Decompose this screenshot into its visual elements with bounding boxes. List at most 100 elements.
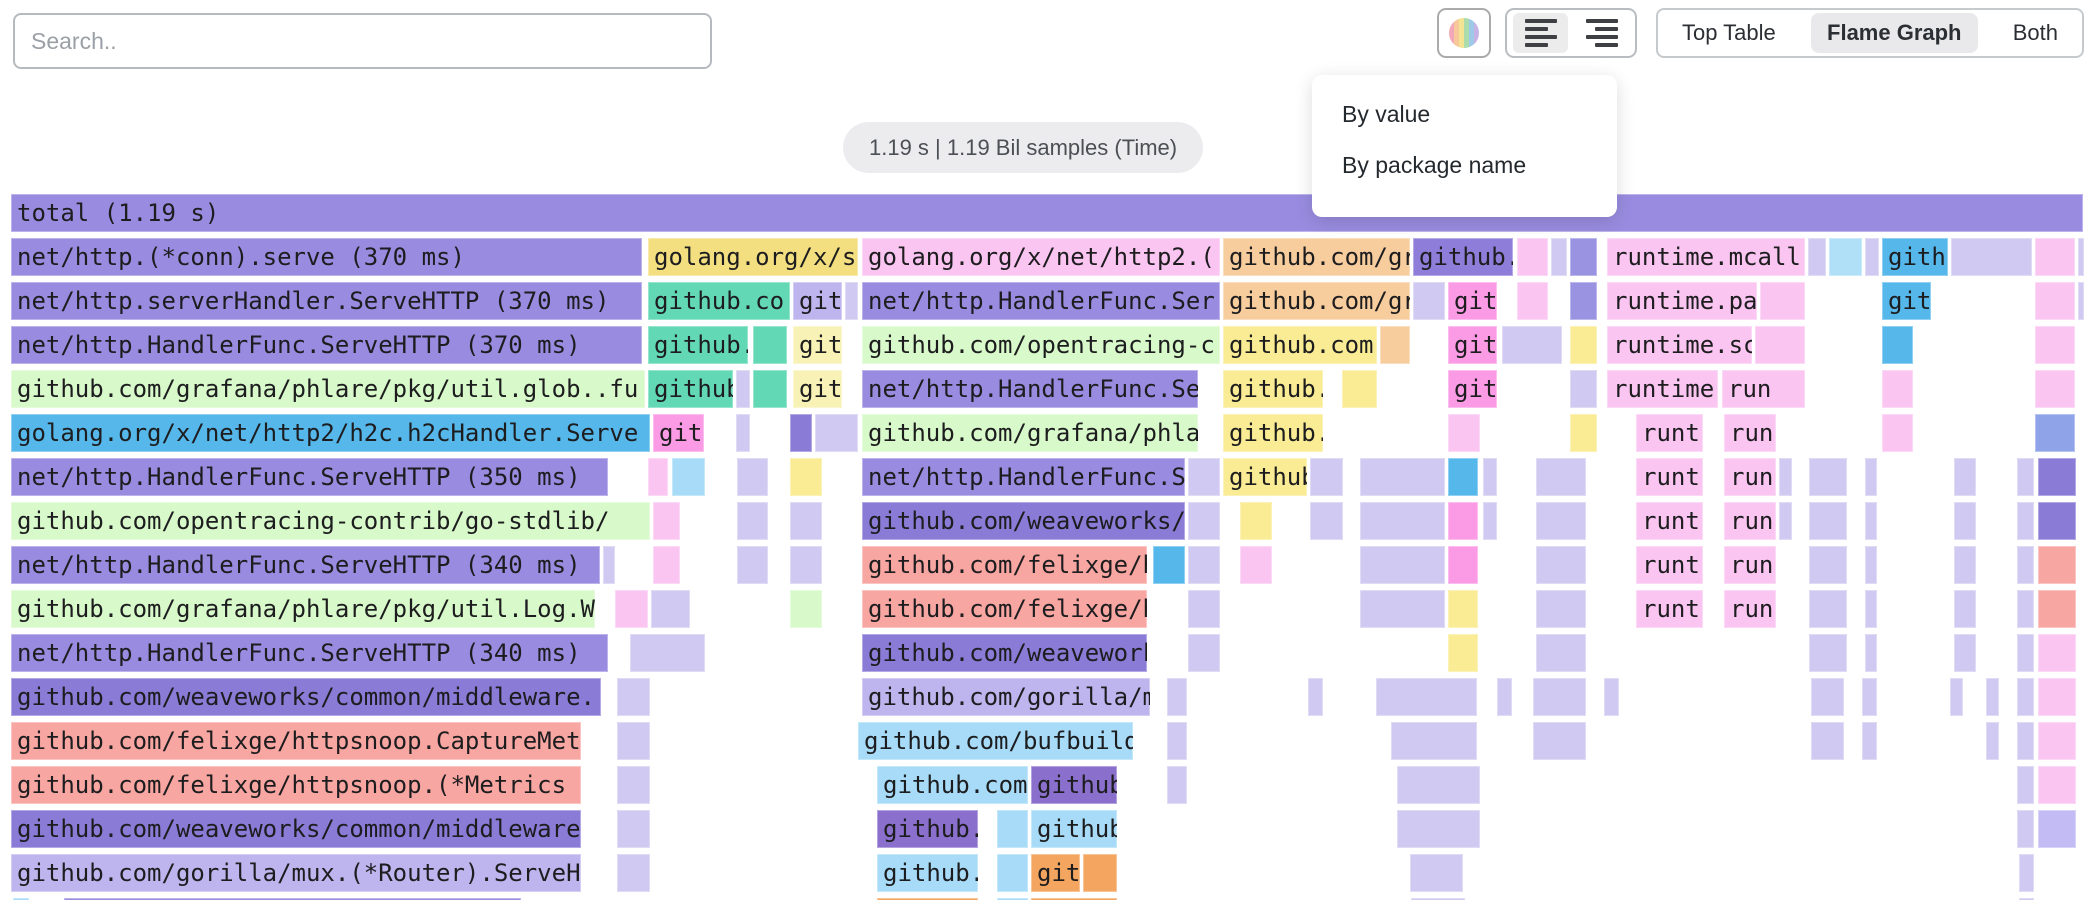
flame-cell[interactable] [648,458,668,496]
flame-cell[interactable] [2017,634,2034,672]
flame-cell[interactable]: net/http.HandlerFunc.Ser [862,282,1220,320]
flame-cell[interactable]: github.com [1223,326,1377,364]
flame-cell[interactable]: net/http.HandlerFunc.ServeHTTP (370 ms) [11,326,642,364]
flame-cell[interactable] [651,590,690,628]
flame-cell[interactable] [1167,722,1187,760]
flame-cell[interactable] [1188,634,1220,672]
flame-cell[interactable] [1882,370,1913,408]
flame-cell[interactable]: net/http.HandlerFunc.ServeHTTP (350 ms) [11,458,608,496]
flame-cell[interactable] [1570,370,1597,408]
flame-cell[interactable] [1862,722,1877,760]
flame-cell[interactable] [790,546,822,584]
flame-cell[interactable] [1760,282,1805,320]
flame-cell[interactable]: github.com/weavework [862,634,1147,672]
flame-cell[interactable] [1342,370,1377,408]
flame-cell[interactable] [1862,678,1877,716]
flame-cell[interactable] [1954,546,1976,584]
flame-cell[interactable] [1448,634,1478,672]
flame-cell[interactable] [672,458,705,496]
flame-cell[interactable]: runtime.r [1607,370,1718,408]
flame-cell[interactable]: github.com/felixge/httpsnoop.CaptureMet [11,722,581,760]
flame-cell[interactable]: git [1882,282,1931,320]
flame-cell[interactable] [1153,546,1185,584]
flame-cell[interactable] [1536,634,1586,672]
flame-cell[interactable]: net/http.HandlerFunc.ServeHTTP (340 ms) [11,546,600,584]
flame-cell[interactable] [1865,502,1877,540]
flame-cell[interactable]: github.com/grafana/phlare/pkg/util.glob.… [11,370,645,408]
tab-top-table[interactable]: Top Table [1682,20,1776,45]
flame-cell[interactable] [1536,590,1586,628]
flame-cell[interactable] [617,810,650,848]
flame-cell[interactable]: git [793,370,842,408]
flame-cell[interactable] [1031,898,1117,900]
flame-cell[interactable]: net/http.HandlerFunc.S [862,458,1185,496]
flame-cell[interactable] [737,546,768,584]
flame-cell[interactable] [1809,546,1847,584]
flame-cell[interactable] [737,458,768,496]
flame-cell[interactable] [617,722,650,760]
flame-cell[interactable]: git [1448,370,1497,408]
flame-cell[interactable]: run [1722,370,1805,408]
flame-cell[interactable] [1950,678,1963,716]
flame-cell[interactable] [1954,634,1976,672]
flame-cell[interactable] [1310,458,1343,496]
flame-cell[interactable] [2035,370,2075,408]
flame-cell[interactable] [2038,502,2076,540]
flame-cell[interactable] [603,546,615,584]
flame-cell[interactable] [1188,458,1220,496]
flame-cell[interactable] [1779,458,1792,496]
flame-cell[interactable] [617,678,650,716]
flame-cell[interactable]: github. [1223,370,1323,408]
tab-both[interactable]: Both [2012,20,2058,45]
flame-cell[interactable] [1411,898,1465,900]
flame-cell[interactable] [1360,502,1445,540]
flame-cell[interactable]: github.com/weaveworks/common/middleware. [11,678,601,716]
flame-cell[interactable] [1483,458,1497,496]
flame-cell[interactable] [2038,810,2076,848]
flame-cell[interactable] [845,282,858,320]
flame-cell[interactable]: runt [1636,414,1703,452]
flame-cell[interactable] [1570,238,1597,276]
flame-cell[interactable]: git [793,282,842,320]
flame-cell[interactable] [2017,458,2034,496]
flame-cell[interactable] [1517,282,1548,320]
flame-cell[interactable] [997,898,1028,900]
flame-cell[interactable] [1811,678,1844,716]
flame-cell[interactable]: runt [1636,502,1703,540]
flame-cell[interactable] [1410,854,1463,892]
flame-cell[interactable] [1483,502,1497,540]
flame-cell[interactable]: github.com/opentracing-contrib/go-stdlib… [11,502,650,540]
flame-cell[interactable]: github. [648,326,748,364]
flame-cell[interactable] [753,326,787,364]
flame-cell[interactable] [1188,502,1220,540]
flame-cell[interactable] [615,590,648,628]
flame-cell[interactable]: github [648,370,733,408]
flame-cell[interactable] [2078,282,2084,320]
flame-cell[interactable] [1448,590,1478,628]
flame-cell[interactable] [1448,458,1478,496]
flame-cell[interactable] [2017,678,2034,716]
flame-cell[interactable] [1360,590,1445,628]
flame-cell[interactable]: git [1448,326,1497,364]
flame-cell[interactable] [1448,502,1478,540]
flame-cell[interactable]: golang.org/x/net/http2.( [862,238,1220,276]
flame-cell[interactable] [1517,238,1548,276]
flame-cell[interactable]: runt [1636,590,1703,628]
flame-cell[interactable] [2035,414,2075,452]
flame-cell[interactable] [790,502,822,540]
flame-cell[interactable]: github. [877,810,978,848]
flame-cell[interactable] [1413,282,1445,320]
flame-cell[interactable]: runtime.mcall [1607,238,1805,276]
flame-cell[interactable]: github. [1223,414,1323,452]
flame-cell[interactable] [1865,546,1877,584]
flame-cell[interactable] [1986,722,1999,760]
flame-cell[interactable]: run [1724,502,1776,540]
flame-cell[interactable]: github.com/weaveworks/ [862,502,1185,540]
flame-cell[interactable] [2019,854,2034,892]
flame-cell[interactable] [1951,238,2032,276]
flame-cell[interactable] [1397,766,1480,804]
flame-cell[interactable] [1809,458,1847,496]
flame-cell[interactable] [1533,722,1586,760]
flame-cell[interactable]: git [1448,282,1497,320]
flame-cell[interactable] [2035,282,2075,320]
